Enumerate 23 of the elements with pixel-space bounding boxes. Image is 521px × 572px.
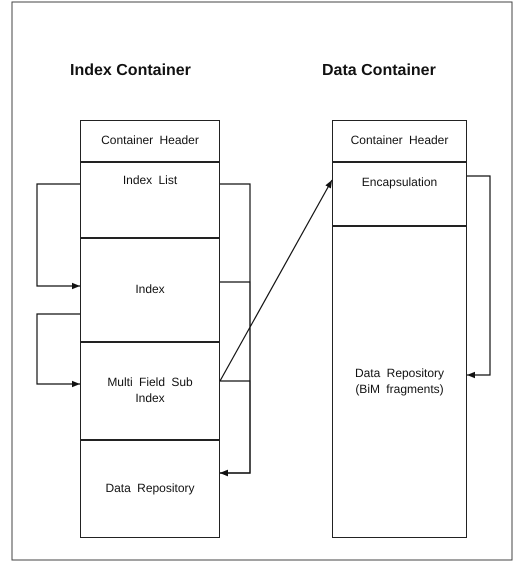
section-label: Data Repository (BiM fragments)	[354, 366, 446, 398]
container-title: Data Container	[322, 62, 437, 80]
section-box	[332, 162, 467, 226]
section-label: Index List	[122, 173, 178, 189]
section-label: Container Header	[350, 133, 448, 149]
section-box	[80, 162, 220, 238]
arrow	[36, 183, 80, 290]
section-box	[80, 342, 220, 440]
section-box	[332, 226, 467, 538]
section-label: Index	[135, 282, 165, 298]
container-title: Index Container	[70, 62, 192, 80]
section-label: Container Header	[101, 133, 199, 149]
section-box	[80, 120, 220, 162]
section-label: Encapsulation	[362, 175, 438, 191]
section-box	[80, 238, 220, 342]
arrow	[220, 380, 251, 476]
section-box	[332, 120, 467, 162]
arrow	[467, 175, 491, 378]
section-box	[80, 440, 220, 538]
arrow	[36, 313, 80, 388]
arrow	[219, 180, 333, 382]
section-label: Multi Field Sub Index	[106, 375, 194, 407]
section-label: Data Repository	[105, 481, 195, 497]
